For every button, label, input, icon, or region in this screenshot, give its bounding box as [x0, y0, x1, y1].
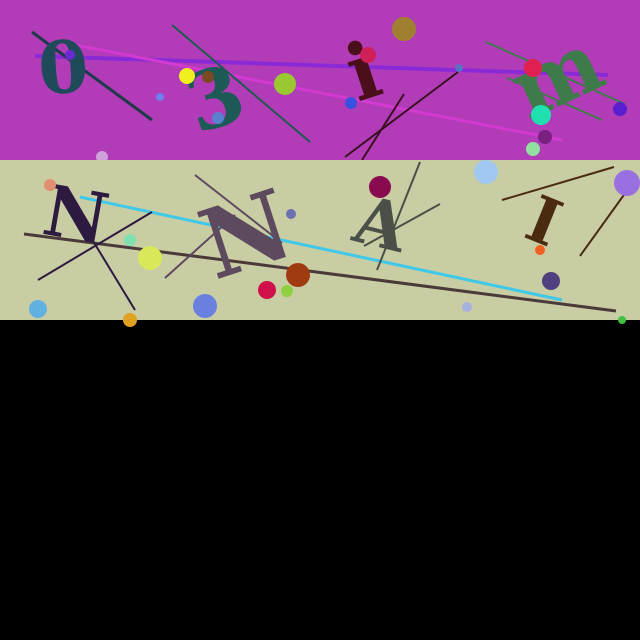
noise-dot — [286, 209, 296, 219]
noise-dot — [614, 170, 640, 196]
noise-dot — [613, 102, 627, 116]
noise-dot — [179, 68, 195, 84]
noise-dot — [44, 179, 56, 191]
noise-dot — [531, 105, 551, 125]
noise-dot — [212, 112, 224, 124]
noise-dot — [345, 97, 357, 109]
noise-line — [164, 214, 236, 279]
noise-dot — [360, 47, 376, 63]
noise-line — [344, 71, 459, 158]
noise-dot — [65, 50, 75, 60]
noise-dot — [202, 71, 214, 83]
noise-dot — [524, 59, 542, 77]
noise-line — [34, 54, 609, 77]
noise-dot — [281, 285, 293, 297]
khaki-band: N N A I — [0, 160, 640, 327]
noise-line — [376, 161, 421, 271]
noise-dot — [462, 302, 472, 312]
noise-line — [79, 195, 563, 302]
noise-dot — [124, 234, 136, 246]
noise-dot — [542, 272, 560, 290]
noise-dot — [29, 300, 47, 318]
noise-line — [171, 24, 311, 143]
captcha-char: 0 — [35, 23, 91, 111]
noise-line — [59, 40, 563, 142]
noise-line — [194, 174, 283, 244]
noise-line — [501, 166, 615, 201]
noise-dot — [138, 246, 162, 270]
noise-line — [363, 203, 441, 247]
noise-dot — [193, 294, 217, 318]
noise-dot — [535, 245, 545, 255]
noise-line — [485, 41, 626, 105]
noise-dot — [286, 263, 310, 287]
noise-line — [361, 93, 405, 161]
noise-dot — [455, 64, 463, 72]
noise-dot — [392, 17, 416, 41]
noise-dot — [618, 316, 626, 324]
noise-dot — [123, 313, 137, 327]
noise-line — [23, 232, 617, 313]
noise-dot — [258, 281, 276, 299]
noise-dot — [274, 73, 296, 95]
noise-line — [579, 191, 627, 257]
noise-dot — [526, 142, 540, 156]
noise-dot — [156, 93, 164, 101]
noise-line — [506, 77, 603, 121]
noise-line — [31, 30, 153, 122]
magenta-band: 0 3 i m — [0, 0, 640, 163]
noise-dot — [474, 160, 498, 184]
noise-dot — [538, 130, 552, 144]
noise-line — [89, 235, 136, 311]
noise-dot — [369, 176, 391, 198]
